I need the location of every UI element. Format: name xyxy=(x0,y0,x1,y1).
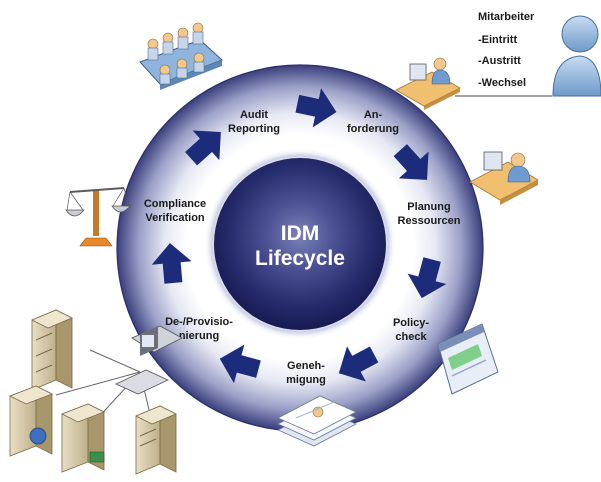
svg-text:Compliance: Compliance xyxy=(144,198,206,210)
stage-anforderung-label: An- forderung xyxy=(347,109,399,135)
svg-text:check: check xyxy=(395,331,427,343)
employee-note: Mitarbeiter -Eintritt -Austritt -Wechsel xyxy=(455,11,552,97)
policy-window-icon xyxy=(437,323,499,395)
svg-text:Reporting: Reporting xyxy=(228,123,280,135)
employee-note-item: -Austritt xyxy=(478,55,521,67)
stage-genehmigung-label: Geneh- migung xyxy=(286,360,326,386)
center-title-line2: Lifecycle xyxy=(255,247,345,270)
employee-note-item: -Eintritt xyxy=(478,34,517,46)
network-servers-icon xyxy=(9,309,183,475)
employee-note-item: -Wechsel xyxy=(478,77,526,89)
stage-planung-label: Planung Ressourcen xyxy=(398,201,461,227)
stage-provisionierung-label: De-/Provisio- nierung xyxy=(165,316,233,342)
person-icon xyxy=(552,15,601,97)
svg-text:nierung: nierung xyxy=(179,330,219,342)
svg-text:De-/Provisio-: De-/Provisio- xyxy=(165,316,233,328)
planning-worker-icon xyxy=(469,151,539,205)
svg-text:An-: An- xyxy=(364,109,383,121)
server-rack-icon xyxy=(31,309,73,391)
scales-icon xyxy=(65,187,131,247)
stage-audit-label: Audit Reporting xyxy=(228,109,280,135)
globe-icon xyxy=(29,427,47,445)
svg-text:Geneh-: Geneh- xyxy=(287,360,325,372)
center-title-line1: IDM xyxy=(281,222,320,245)
approval-documents-icon xyxy=(277,395,357,447)
web-server-icon xyxy=(9,385,53,457)
lifecycle-core xyxy=(214,158,386,330)
svg-text:Ressourcen: Ressourcen xyxy=(398,215,461,227)
svg-text:Policy-: Policy- xyxy=(393,317,429,329)
svg-text:Planung: Planung xyxy=(407,201,450,213)
svg-text:migung: migung xyxy=(286,374,326,386)
svg-text:Verification: Verification xyxy=(145,212,205,224)
file-server-icon xyxy=(61,403,105,473)
desk-worker-icon xyxy=(395,57,461,110)
stage-compliance-label: Compliance Verification xyxy=(144,198,206,224)
employee-note-title: Mitarbeiter xyxy=(478,11,535,23)
stage-policy-label: Policy- check xyxy=(393,317,429,343)
svg-text:forderung: forderung xyxy=(347,123,399,135)
db-server-icon xyxy=(135,405,177,475)
svg-text:Audit: Audit xyxy=(240,109,268,121)
meeting-room-icon xyxy=(139,22,223,90)
